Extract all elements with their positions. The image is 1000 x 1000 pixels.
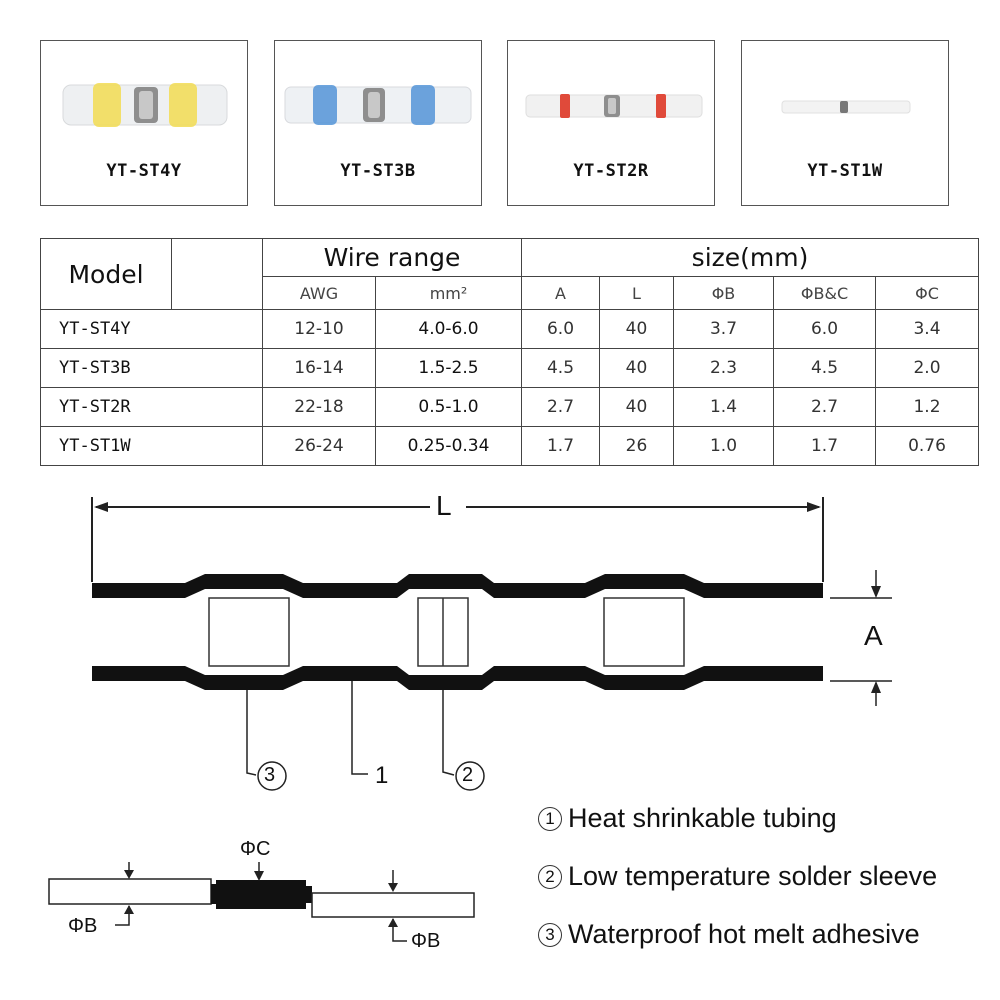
table-row: YT-ST1W 26-24 0.25-0.34 1.7 26 1.0 1.7 0… xyxy=(40,426,980,466)
mm2-cell: 0.25-0.34 xyxy=(375,426,522,466)
table-row: YT-ST3B 16-14 1.5-2.5 4.5 40 2.3 4.5 2.0 xyxy=(40,348,980,388)
awg-header: AWG xyxy=(262,276,376,310)
phi-c-cell: 0.76 xyxy=(874,426,980,466)
l-cell: 40 xyxy=(599,348,674,388)
product-card-st4y: YT-ST4Y xyxy=(40,40,248,206)
wire-range-header: Wire range xyxy=(262,238,522,277)
a-header: A xyxy=(521,276,600,310)
phi-c-cell: 3.4 xyxy=(874,309,980,349)
l-header: L xyxy=(599,276,674,310)
mm2-cell: 1.5-2.5 xyxy=(375,348,522,388)
awg-cell: 22-18 xyxy=(262,387,376,427)
l-cell: 40 xyxy=(599,387,674,427)
awg-cell: 26-24 xyxy=(262,426,376,466)
blank-header-cell xyxy=(171,238,263,310)
product-label: YT-ST1W xyxy=(807,161,883,181)
legend-text: Low temperature solder sleeve xyxy=(568,861,938,891)
phi-bc-cell: 1.7 xyxy=(773,426,876,466)
phi-b-header: ΦB xyxy=(673,276,774,310)
legend-item-solder-sleeve: 2 Low temperature solder sleeve xyxy=(538,861,937,892)
phi-b-cell: 1.0 xyxy=(673,426,774,466)
a-cell: 4.5 xyxy=(521,348,600,388)
model-cell: YT-ST4Y xyxy=(40,309,263,349)
legend-item-heat-shrink: 1 Heat shrinkable tubing xyxy=(538,803,837,834)
connector-image-st3b xyxy=(284,85,472,125)
spec-table: Model Wire range size(mm) AWG mm² A L ΦB… xyxy=(40,238,980,466)
size-header: size(mm) xyxy=(520,238,980,277)
product-label: YT-ST2R xyxy=(573,161,649,181)
product-card-st2r: YT-ST2R xyxy=(507,40,715,206)
legend-text: Waterproof hot melt adhesive xyxy=(568,919,920,949)
phi-b-right-label: ΦB xyxy=(411,930,441,952)
legend-item-adhesive: 3 Waterproof hot melt adhesive xyxy=(538,919,920,950)
table-row: YT-ST2R 22-18 0.5-1.0 2.7 40 1.4 2.7 1.2 xyxy=(40,387,980,427)
phi-bc-cell: 4.5 xyxy=(773,348,876,388)
product-card-st3b: YT-ST3B xyxy=(274,40,482,206)
phi-c-label: ΦC xyxy=(240,838,271,860)
product-card-st1w: YT-ST1W xyxy=(741,40,949,206)
phi-b-cell: 1.4 xyxy=(673,387,774,427)
phi-b-left-label: ΦB xyxy=(68,915,98,937)
product-label: YT-ST3B xyxy=(340,161,416,181)
connector-image-st4y xyxy=(62,83,228,127)
a-dimension-label: A xyxy=(864,620,883,651)
mm2-cell: 0.5-1.0 xyxy=(375,387,522,427)
awg-cell: 12-10 xyxy=(262,309,376,349)
legend-text: Heat shrinkable tubing xyxy=(568,803,837,833)
l-cell: 26 xyxy=(599,426,674,466)
a-cell: 2.7 xyxy=(521,387,600,427)
length-label: L xyxy=(436,490,452,521)
table-row: YT-ST4Y 12-10 4.0-6.0 6.0 40 3.7 6.0 3.4 xyxy=(40,309,980,349)
model-header: Model xyxy=(40,238,172,310)
awg-cell: 16-14 xyxy=(262,348,376,388)
connector-image-st1w xyxy=(781,100,911,114)
model-cell: YT-ST1W xyxy=(40,426,263,466)
phi-bc-cell: 2.7 xyxy=(773,387,876,427)
legend-number: 1 xyxy=(538,806,562,831)
phi-b-cell: 3.7 xyxy=(673,309,774,349)
connector-image-st2r xyxy=(525,94,703,118)
product-label: YT-ST4Y xyxy=(106,161,182,181)
callout-2-label: 2 xyxy=(462,764,474,786)
phi-bc-header: ΦB&C xyxy=(773,276,876,310)
phi-c-cell: 1.2 xyxy=(874,387,980,427)
callout-3-label: 3 xyxy=(264,764,276,786)
legend-number: 2 xyxy=(538,864,562,889)
a-cell: 1.7 xyxy=(521,426,600,466)
model-cell: YT-ST2R xyxy=(40,387,263,427)
mm2-header: mm² xyxy=(375,276,522,310)
phi-b-cell: 2.3 xyxy=(673,348,774,388)
legend-number: 3 xyxy=(538,922,562,947)
phi-bc-cell: 6.0 xyxy=(773,309,876,349)
phi-c-cell: 2.0 xyxy=(874,348,980,388)
callout-1-label: 1 xyxy=(375,762,389,789)
phi-c-header: ΦC xyxy=(874,276,980,310)
model-cell: YT-ST3B xyxy=(40,348,263,388)
l-cell: 40 xyxy=(599,309,674,349)
mm2-cell: 4.0-6.0 xyxy=(375,309,522,349)
a-cell: 6.0 xyxy=(521,309,600,349)
